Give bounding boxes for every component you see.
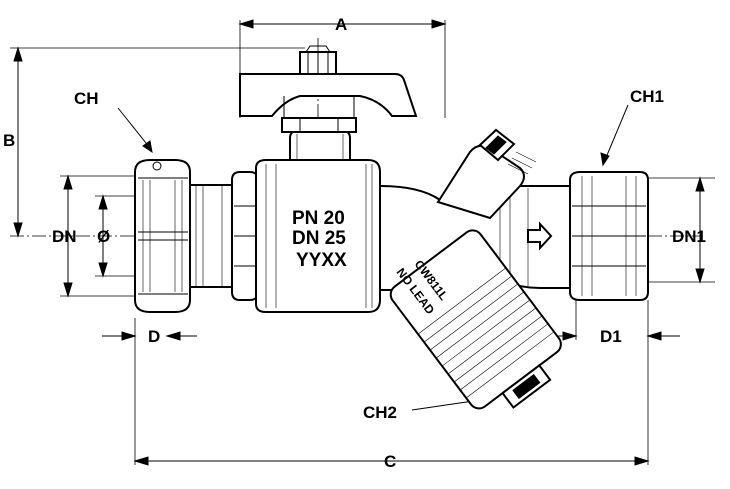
- flow-arrow-icon: [527, 221, 553, 251]
- dim-label-dn1: DN1: [672, 227, 706, 246]
- dim-label-a: A: [335, 15, 347, 34]
- body-marking: PN 20 DN 25 YYXX: [292, 208, 347, 271]
- dim-label-ch: CH: [74, 89, 99, 108]
- drain-port: [436, 128, 537, 220]
- right-threaded-end: [569, 171, 649, 301]
- dim-label-d: D: [148, 327, 160, 346]
- strainer-cap: [389, 229, 562, 410]
- valve-body: [255, 159, 381, 313]
- body-marking-dn: DN 25: [292, 228, 346, 249]
- body-hex-left: [231, 171, 259, 301]
- dim-label-diameter: Ø: [97, 227, 110, 246]
- body-marking-date: YYXX: [296, 250, 347, 271]
- dim-label-ch2: CH2: [363, 403, 397, 422]
- dimension-lines: [13, 19, 705, 466]
- extension-lines: [10, 20, 715, 465]
- dim-label-c: C: [384, 452, 396, 471]
- stem-housing: [281, 117, 357, 161]
- dim-label-b: B: [3, 131, 15, 150]
- butterfly-handle: [239, 45, 418, 118]
- body-marking-pn: PN 20: [292, 208, 345, 229]
- tailpiece: [189, 184, 233, 288]
- union-nut: [134, 159, 191, 313]
- dim-label-ch1: CH1: [630, 87, 664, 106]
- dimension-labels: A B C D D1 DN Ø DN1 CH CH1 CH2: [3, 15, 706, 471]
- dim-label-dn: DN: [52, 227, 77, 246]
- dim-label-d1: D1: [600, 327, 622, 346]
